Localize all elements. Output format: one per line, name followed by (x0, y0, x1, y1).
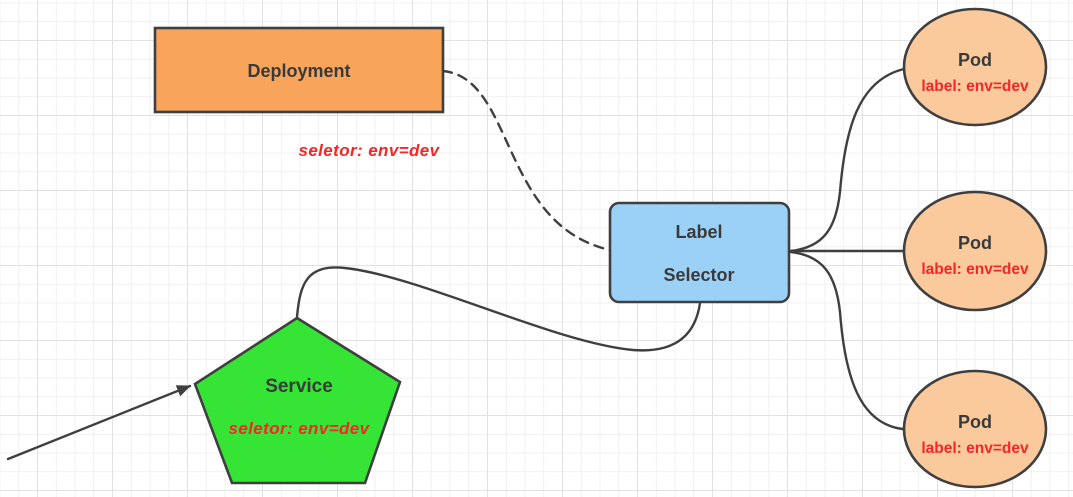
pod-label-2: Pod (958, 233, 992, 253)
pod-sublabel-3: label: env=dev (921, 440, 1029, 457)
pod-sublabel-2: label: env=dev (921, 261, 1029, 278)
pod-label-3: Pod (958, 412, 992, 432)
pod-node-group-1: Pod label: env=dev (902, 7, 1048, 127)
service-ingress-arrow[interactable] (6, 384, 192, 461)
deployment-node[interactable] (153, 26, 445, 114)
edge-deployment-to-selector[interactable] (441, 69, 612, 252)
label-selector-node[interactable] (608, 201, 791, 304)
deployment-node-group: Deployment (153, 26, 445, 114)
pod-sublabel-1: label: env=dev (921, 78, 1029, 95)
pod-node-group-3: Pod label: env=dev (902, 369, 1048, 489)
pod-node-1[interactable] (902, 7, 1048, 127)
pod-label-1: Pod (958, 50, 992, 70)
service-node[interactable] (193, 316, 402, 485)
pod-node-3[interactable] (902, 369, 1048, 489)
selector-label-line1: Label (675, 222, 722, 242)
pod-node-2[interactable] (902, 190, 1048, 312)
deployment-label: Deployment (247, 61, 350, 81)
service-label: Service (265, 376, 333, 397)
pod-node-group-2: Pod label: env=dev (902, 190, 1048, 312)
deployment-selector-annotation: seletor: env=dev (298, 141, 440, 160)
edge-selector-to-pod-1[interactable] (789, 67, 906, 253)
service-selector-annotation: seletor: env=dev (228, 419, 370, 438)
edge-selector-to-pod-3[interactable] (789, 250, 905, 431)
selector-node-group: Label Selector (608, 201, 791, 304)
service-node-group: Service seletor: env=dev (193, 316, 402, 485)
selector-label-line2: Selector (663, 265, 734, 285)
edge-service-to-selector[interactable] (295, 266, 702, 352)
